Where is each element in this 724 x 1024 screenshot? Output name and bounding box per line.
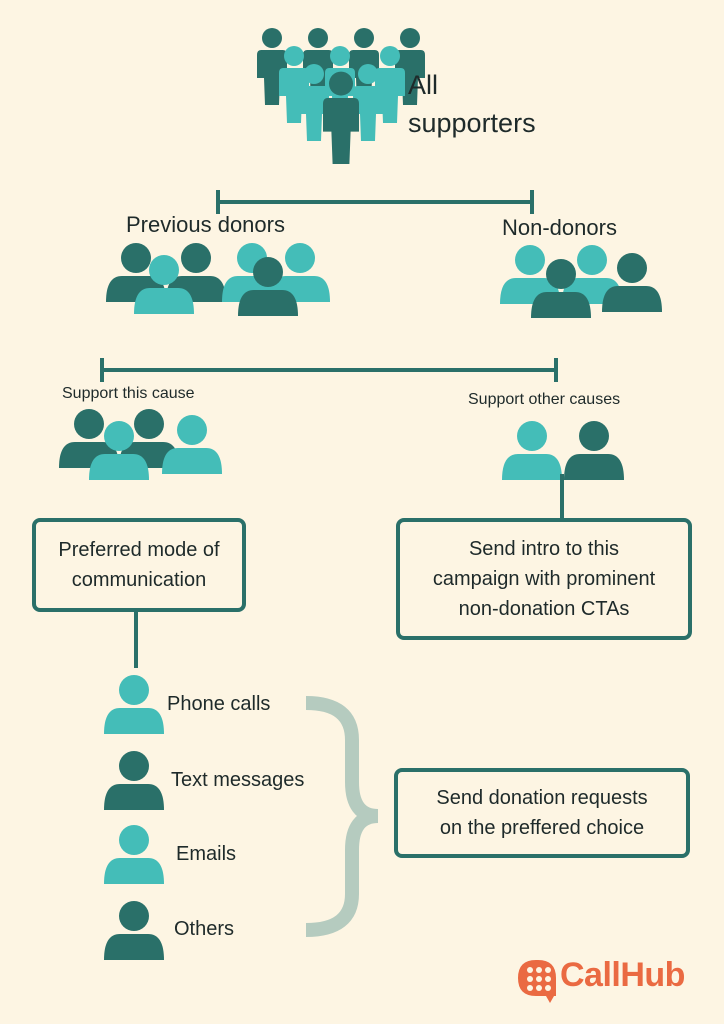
all-supporters-line2: supporters (408, 108, 536, 138)
crowd-icon (257, 28, 425, 164)
send-intro-line1: Send intro to this (468, 538, 620, 560)
split-bracket-level2 (100, 358, 558, 382)
send-intro-line2: campaign with prominent (432, 568, 656, 590)
support-other-causes-group-icon (502, 421, 624, 480)
curly-brace (305, 696, 379, 937)
chat-bubble-dots-icon (518, 960, 556, 1003)
preferred-mode-line2: communication (71, 569, 207, 591)
send-donation-line2: on the preffered choice (439, 817, 645, 839)
previous-donors-group-icon (106, 243, 330, 316)
mode-label-others: Others (174, 918, 235, 940)
preferred-mode-line1: Preferred mode of (58, 539, 220, 561)
mode-icon-phone (104, 675, 164, 734)
preferred-mode-box: Preferred mode of communication (32, 518, 246, 612)
mode-label-emails: Emails (176, 843, 237, 865)
support-other-causes-label: Support other causes (468, 391, 621, 408)
mode-label-text: Text messages (171, 769, 305, 791)
all-supporters-label: All supporters (408, 66, 536, 142)
support-this-cause-group-icon (59, 409, 222, 480)
non-donors-label: Non-donors (502, 215, 617, 240)
mode-icon-others (104, 901, 164, 960)
mode-label-phone: Phone calls (167, 693, 271, 715)
send-donation-line1: Send donation requests (436, 787, 648, 809)
mode-icon-text (104, 751, 164, 810)
non-donors-group-icon (500, 245, 662, 318)
support-this-cause-label: Support this cause (62, 385, 195, 402)
mode-icon-emails (104, 825, 164, 884)
send-intro-line3: non-donation CTAs (458, 598, 630, 620)
all-supporters-line1: All (408, 70, 439, 100)
previous-donors-label: Previous donors (126, 212, 285, 237)
send-intro-box: Send intro to this campaign with promine… (396, 518, 692, 640)
split-bracket-level1 (216, 190, 534, 214)
send-donation-box: Send donation requests on the preffered … (394, 768, 690, 858)
callhub-logo-text: CallHub (560, 956, 685, 994)
